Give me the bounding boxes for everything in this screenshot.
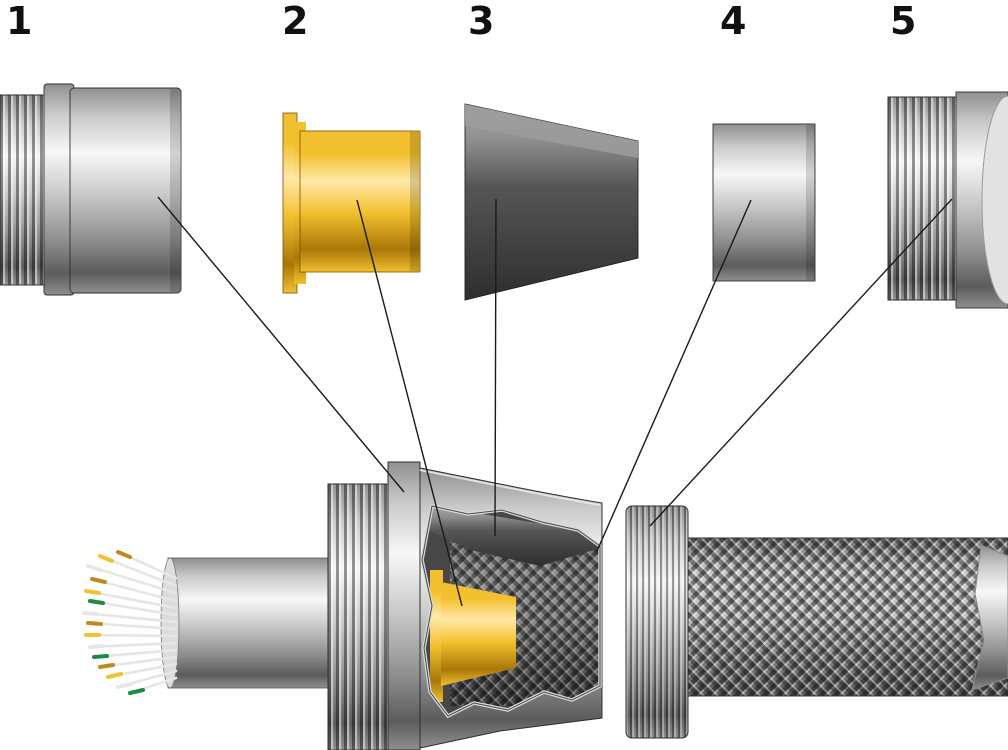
wire-tip bbox=[98, 663, 115, 669]
part-4-body bbox=[712, 123, 816, 282]
leader-line-3 bbox=[494, 198, 497, 537]
wire-tip bbox=[88, 599, 105, 605]
part-1-edge-shade bbox=[170, 89, 180, 292]
wire-tip bbox=[82, 611, 99, 616]
part-label-2: 2 bbox=[282, 0, 308, 43]
part-3-cone-highlight bbox=[465, 104, 638, 158]
wire-tip bbox=[98, 554, 114, 563]
cutaway-interior bbox=[424, 506, 600, 706]
part-5-thread-ridges bbox=[888, 97, 962, 300]
part-label-5: 5 bbox=[890, 0, 916, 43]
part-1-body bbox=[69, 87, 182, 294]
leader-line-5 bbox=[649, 198, 953, 527]
wires bbox=[82, 550, 178, 695]
braid-weave-b bbox=[650, 538, 1008, 696]
knurled-ring-outline bbox=[625, 505, 689, 739]
knurled-ring bbox=[625, 505, 689, 739]
wire bbox=[82, 611, 178, 624]
part-1-thread-ridges bbox=[0, 95, 48, 285]
wire-tip bbox=[84, 589, 101, 595]
ferrule-body-inside bbox=[441, 582, 516, 686]
part-2-body bbox=[299, 130, 421, 273]
wire-tip bbox=[128, 688, 145, 695]
gland-thread-ridges bbox=[328, 484, 392, 750]
part-label-1: 1 bbox=[6, 0, 32, 43]
part-3-cone bbox=[464, 103, 639, 301]
cable-cut-end bbox=[971, 544, 1008, 691]
gland-thread-section bbox=[327, 483, 393, 750]
leader-line-2 bbox=[356, 199, 463, 607]
assembled-view bbox=[82, 461, 1008, 750]
part-2-edge-shade bbox=[410, 132, 419, 271]
part-5-nut bbox=[887, 91, 1008, 309]
part-label-4: 4 bbox=[720, 0, 746, 43]
cable-sheath bbox=[160, 557, 344, 689]
leader-lines bbox=[157, 196, 953, 607]
part-2-ferrule bbox=[282, 112, 421, 294]
part-5-face bbox=[981, 95, 1008, 305]
part-4-ring bbox=[712, 123, 816, 282]
wire-tip bbox=[116, 550, 132, 559]
cutaway-section bbox=[420, 504, 602, 718]
part-1-collar bbox=[43, 83, 75, 296]
part-labels: 1 2 3 4 5 bbox=[6, 0, 916, 43]
part-1-gland-body bbox=[0, 83, 182, 296]
knurled-ring-texture bbox=[626, 506, 688, 738]
gland-flange bbox=[387, 461, 421, 750]
wire-tip bbox=[106, 672, 123, 679]
sheath-body bbox=[167, 557, 344, 689]
leader-line-1 bbox=[157, 196, 405, 493]
leader-line-4 bbox=[596, 199, 752, 552]
wire-tip bbox=[86, 621, 103, 626]
cone-inside bbox=[424, 506, 600, 566]
braided-cable bbox=[649, 537, 1008, 697]
part-label-3: 3 bbox=[468, 0, 494, 43]
wire bbox=[84, 633, 178, 638]
ferrule-flange-inside bbox=[430, 570, 443, 702]
wire-tip bbox=[88, 644, 105, 649]
wire-tip bbox=[86, 564, 103, 572]
wire-tip bbox=[116, 682, 133, 689]
wire-tip bbox=[90, 577, 107, 584]
wire bbox=[84, 589, 178, 610]
part-4-edge-shade bbox=[806, 125, 815, 280]
housing-top-highlight bbox=[419, 469, 601, 506]
wire-tip bbox=[92, 654, 109, 659]
